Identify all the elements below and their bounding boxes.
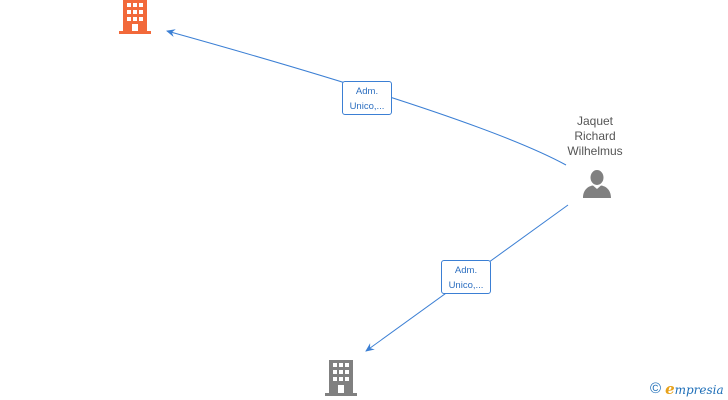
- person-node[interactable]: [582, 170, 612, 198]
- edge-person-to-company-top[interactable]: [166, 29, 567, 166]
- company-top-node[interactable]: [118, 0, 152, 34]
- brand-rest: mpresia: [674, 383, 724, 397]
- company-bottom-node[interactable]: [324, 360, 358, 396]
- edge-label-top[interactable]: Adm. Unico,...: [342, 81, 392, 115]
- person-name-line-2: Richard: [574, 129, 616, 143]
- person-name-line-1: Jaquet: [576, 114, 614, 128]
- brand-initial: e: [665, 380, 675, 398]
- person-icon: [583, 170, 611, 198]
- building-icon: [119, 0, 151, 34]
- edge-label-bottom[interactable]: Adm. Unico,...: [441, 260, 491, 294]
- edge-label-bottom-line-2: Unico,...: [448, 280, 484, 291]
- person-name-line-3: Wilhelmus: [567, 144, 623, 158]
- edge-label-bottom-line-1: Adm.: [454, 265, 478, 276]
- copyright-symbol: ©: [650, 380, 662, 397]
- edge-label-top-line-2: Unico,...: [349, 101, 385, 112]
- person-name[interactable]: Jaquet Richard Wilhelmus: [550, 114, 640, 159]
- building-icon: [325, 360, 357, 396]
- edge-label-top-line-1: Adm.: [355, 86, 379, 97]
